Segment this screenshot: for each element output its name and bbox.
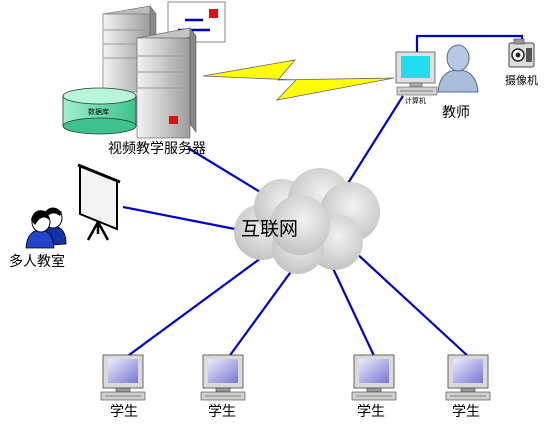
link-student-1 <box>124 254 266 359</box>
projector-screen-icon <box>77 163 121 241</box>
camera-label: 摄像机 <box>505 74 538 87</box>
internet-label: 互联网 <box>241 218 299 240</box>
classroom-label: 多人教室 <box>9 254 65 270</box>
database-label: 数据库 <box>88 108 109 116</box>
camera-icon <box>508 38 535 68</box>
link-student-4 <box>354 251 471 359</box>
link-student-2 <box>227 261 299 359</box>
student-label: 学生 <box>110 404 138 420</box>
computer-label: 计算机 <box>405 97 426 105</box>
links <box>122 34 524 359</box>
student-computer-icon <box>200 354 246 401</box>
link-teacher-pc <box>344 95 404 189</box>
link-student-3 <box>329 261 376 359</box>
teacher-computer-icon <box>395 51 438 96</box>
student-label: 学生 <box>357 404 385 420</box>
student-label: 学生 <box>208 404 236 420</box>
student-label: 学生 <box>452 404 480 420</box>
student-computer-icon <box>445 354 491 401</box>
classroom-people-icon <box>25 207 67 249</box>
link-classroom <box>122 205 251 234</box>
internet-cloud-icon <box>234 168 380 274</box>
server-label: 视频教学服务器 <box>108 141 206 157</box>
student-computer-icon <box>351 354 397 401</box>
lightning-link <box>202 59 395 101</box>
server-front-icon <box>136 27 197 139</box>
student-computer-icon <box>100 354 146 401</box>
database-icon <box>62 87 137 135</box>
teacher-avatar-icon <box>437 44 479 93</box>
teacher-label: 教师 <box>442 105 470 121</box>
link-server <box>187 147 271 199</box>
